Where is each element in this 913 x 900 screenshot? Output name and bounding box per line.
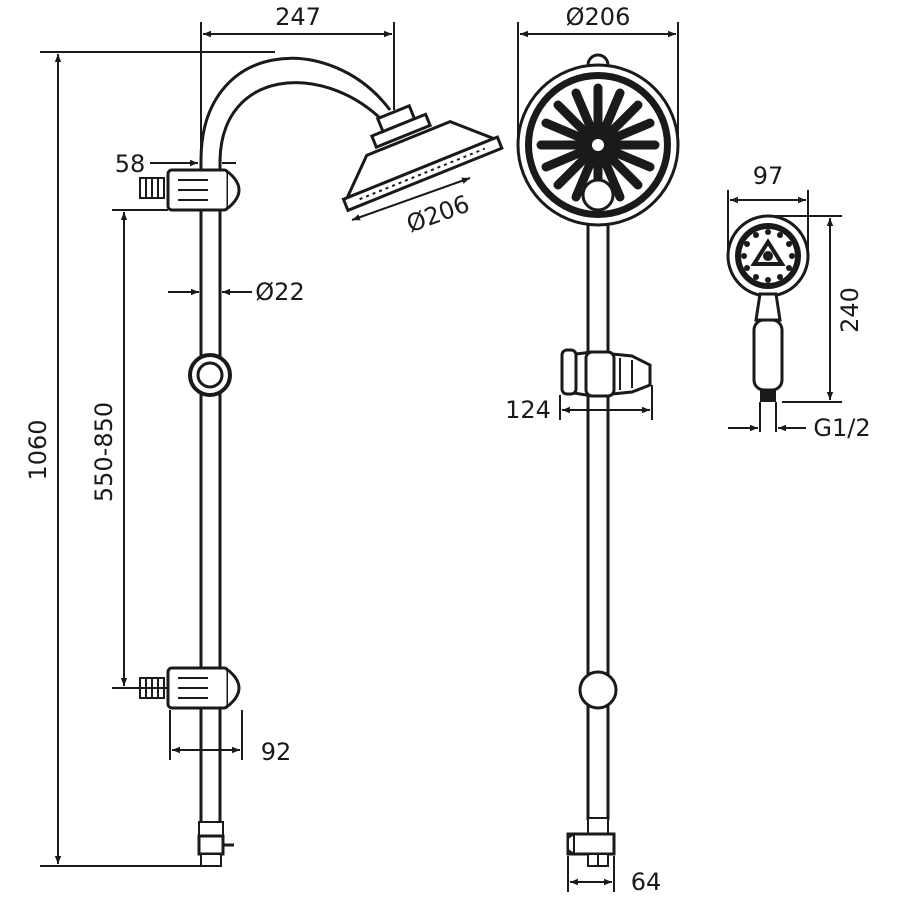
label-connection-thread: G1/2 — [813, 414, 870, 442]
label-hand-shower-length: 240 — [836, 287, 864, 333]
label-wall-clearance: 92 — [261, 738, 292, 766]
label-head-diameter-top: Ø206 — [566, 3, 631, 31]
dimension-lines — [40, 22, 842, 892]
head-joint-knob — [581, 178, 615, 212]
lower-knob-front — [578, 670, 618, 710]
diverter-front — [566, 817, 616, 867]
riser-pipe-front — [586, 200, 610, 820]
label-bracket-offset: 58 — [115, 150, 146, 178]
label-bracket-spacing: 550-850 — [90, 402, 118, 502]
label-diverter-width: 64 — [631, 868, 662, 896]
front-view — [516, 53, 680, 867]
label-head-diameter-side: Ø206 — [403, 190, 473, 238]
upper-wall-bracket — [139, 168, 241, 212]
label-arm-reach: 247 — [275, 3, 321, 31]
dimension-labels: 247 Ø206 Ø206 58 Ø22 1060 550-850 92 124… — [24, 3, 871, 896]
diverter-side — [197, 821, 234, 867]
hand-shower — [726, 214, 810, 402]
label-hand-shower-width: 97 — [753, 162, 784, 190]
shower-arm-curve — [199, 56, 392, 161]
side-view — [139, 56, 504, 867]
slide-holder-front — [560, 348, 652, 398]
slide-holder-side — [188, 353, 232, 397]
label-holder-depth: 124 — [505, 396, 551, 424]
shower-head-side — [341, 103, 504, 213]
riser-pipe-side — [199, 160, 222, 830]
label-total-height: 1060 — [24, 419, 52, 480]
lower-wall-bracket — [139, 666, 241, 710]
shower-head-front — [516, 63, 680, 227]
label-pipe-diameter: Ø22 — [255, 278, 304, 306]
